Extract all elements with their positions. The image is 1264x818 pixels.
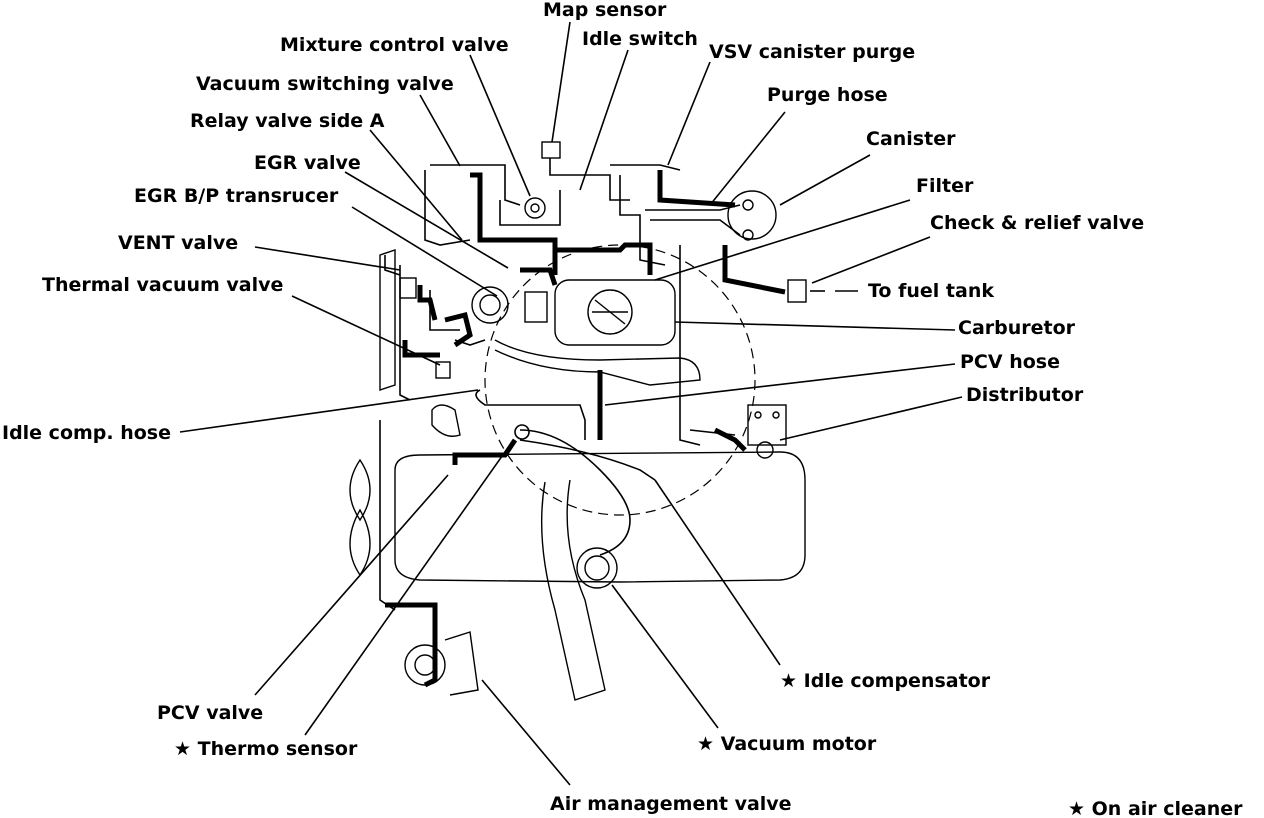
canister-label: Canister: [866, 128, 956, 150]
egr-bp-transducer-label: EGR B/P transrucer: [134, 185, 339, 207]
map-sensor-label: Map sensor: [543, 0, 667, 21]
air-cleaner-housing: [394, 451, 806, 583]
distributor-cap: [756, 441, 774, 459]
idle-compensator-leader: [654, 479, 781, 666]
fan-blade-upper: [349, 458, 371, 522]
vacuum-motor-leader: [611, 584, 719, 729]
map-sensor-body: [541, 141, 561, 159]
to-fuel-tank-label: To fuel tank: [868, 280, 994, 302]
thermal-vacuum-valve-label: Thermal vacuum valve: [42, 274, 283, 296]
carburetor-leader: [674, 321, 956, 331]
purge-hose-leader: [709, 111, 786, 206]
carburetor-body: [554, 279, 676, 346]
idle-comp-hose-leader: [179, 389, 479, 433]
map-sensor-leader: [551, 21, 571, 143]
egr-valve-leader: [344, 171, 509, 269]
on-air-cleaner-note: ★ On air cleaner: [1068, 798, 1243, 818]
check-relief-valve-label: Check & relief valve: [930, 212, 1144, 234]
vent-valve-label: VENT valve: [118, 232, 238, 254]
filter-label: Filter: [916, 175, 974, 197]
thermo-sensor-label: ★ Thermo sensor: [174, 738, 358, 760]
filter-leader: [654, 199, 911, 281]
thin-hoses: [379, 158, 741, 611]
mixture-control-valve-body: [524, 197, 546, 219]
relay-valve-side-a-leader: [369, 129, 463, 241]
thermo-sensor-body: [404, 644, 446, 686]
vent-valve-leader: [254, 246, 401, 271]
egr-bp-transducer-leader: [351, 206, 498, 297]
distributor-leader: [779, 396, 963, 441]
check-relief-valve-body: [787, 279, 807, 303]
air-management-valve-leader: [481, 679, 571, 786]
pcv-hose-label: PCV hose: [960, 351, 1060, 373]
egr-bp-transducer-body: [524, 291, 548, 323]
air-management-valve-label: Air management valve: [550, 793, 792, 815]
check-relief-valve-leader: [811, 236, 931, 284]
vacuum-motor-label: ★ Vacuum motor: [697, 733, 877, 755]
vacuum-switching-valve-label: Vacuum switching valve: [196, 73, 454, 95]
thermal-vacuum-valve-body: [435, 361, 451, 379]
air-intake-duct: [540, 479, 606, 701]
purge-hose-label: Purge hose: [767, 84, 888, 106]
vacuum-switching-valve-leader: [419, 94, 461, 167]
idle-comp-part: [431, 404, 461, 437]
idle-switch-leader: [579, 49, 629, 191]
thermal-vacuum-valve-leader: [291, 295, 441, 366]
egr-valve-body: [471, 286, 509, 324]
pcv-valve-leader: [254, 474, 449, 696]
carburetor-label: Carburetor: [958, 317, 1076, 339]
idle-compensator-label: ★ Idle compensator: [780, 670, 991, 692]
egr-valve-label: EGR valve: [254, 152, 361, 174]
vsv-canister-purge-label: VSV canister purge: [709, 41, 915, 63]
mixture-control-valve-leader: [469, 54, 531, 197]
idle-comp-hose-label: Idle comp. hose: [2, 422, 171, 444]
carburetor-throat: [587, 289, 633, 335]
mixture-control-valve-label: Mixture control valve: [280, 34, 509, 56]
engine-outline: [349, 141, 807, 701]
distributor-label: Distributor: [966, 384, 1084, 406]
engine-left-edge: [379, 249, 396, 391]
air-management-valve-body: [444, 631, 479, 696]
vsv-canister-purge-leader: [667, 61, 711, 166]
vent-valve-body: [399, 277, 417, 299]
thick-hoses: [385, 170, 786, 688]
air-cleaner-dashed-outline: [484, 244, 756, 516]
pcv-valve-label: PCV valve: [157, 702, 263, 724]
pcv-hose-leader: [604, 363, 956, 406]
relay-valve-side-a-label: Relay valve side A: [190, 110, 385, 132]
leader-lines: [179, 21, 963, 786]
thermo-sensor-leader: [304, 441, 513, 736]
idle-switch-label: Idle switch: [582, 28, 698, 50]
canister-leader: [779, 154, 871, 206]
intake-manifold: [494, 339, 701, 386]
distributor-body: [747, 404, 787, 446]
vacuum-motor-body: [576, 547, 618, 589]
